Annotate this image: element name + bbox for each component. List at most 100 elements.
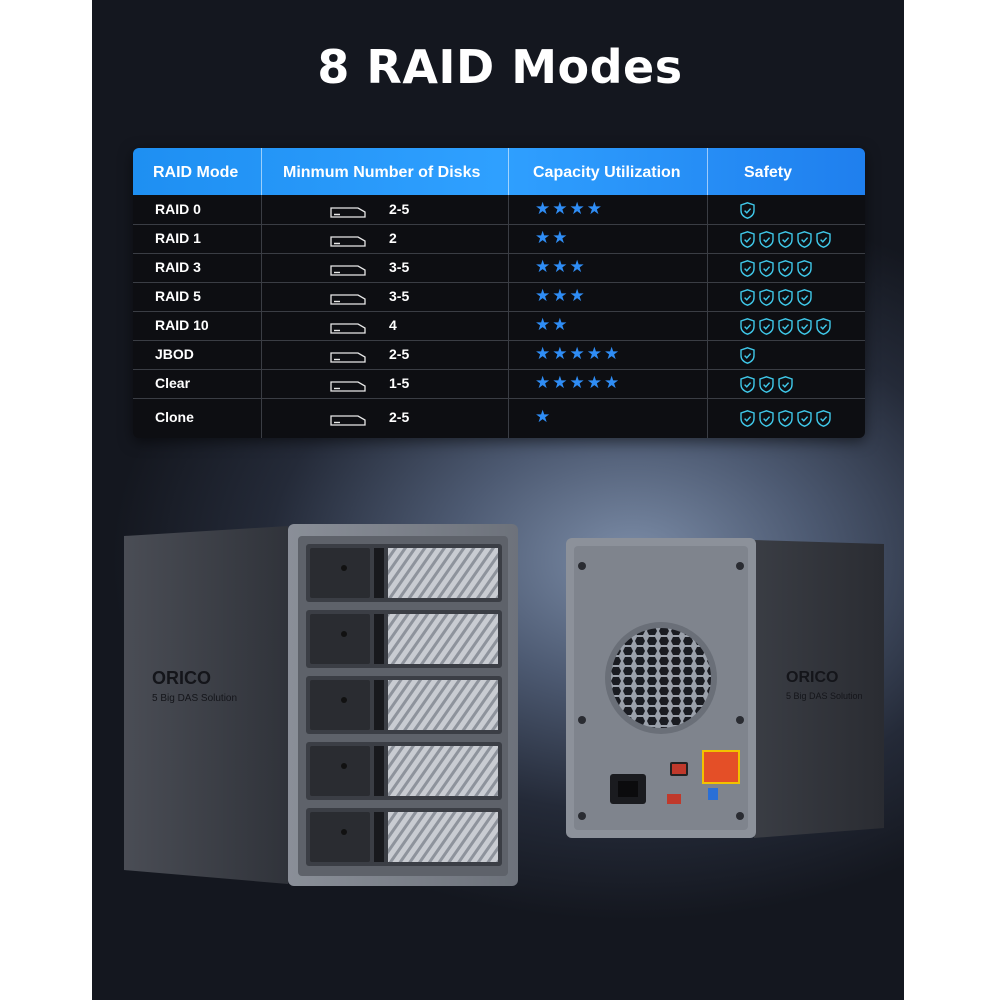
capacity-rating-stars: ★★ — [535, 315, 570, 335]
header-raid-mode: RAID Mode — [153, 164, 239, 181]
table-row: Clone 2-5 ★ — [133, 398, 865, 438]
drive-bay — [306, 808, 502, 866]
shield-check-icon — [778, 230, 793, 248]
safety-rating-shields — [740, 288, 812, 306]
raid-mode-label: RAID 3 — [155, 258, 201, 275]
shield-check-icon — [740, 375, 755, 393]
capacity-rating-stars: ★★★★★ — [535, 344, 621, 364]
min-disks-value: 4 — [389, 316, 397, 333]
raid-mode-label: RAID 1 — [155, 229, 201, 246]
shield-check-icon — [759, 259, 774, 277]
star-icon: ★ — [569, 256, 587, 276]
star-icon: ★ — [535, 285, 553, 305]
capacity-rating-stars: ★ — [535, 407, 552, 427]
star-icon: ★ — [569, 198, 587, 218]
min-disks-value: 2-5 — [389, 409, 410, 425]
header-safety: Safety — [744, 164, 793, 181]
star-icon: ★ — [604, 372, 622, 392]
safety-rating-shields — [740, 259, 812, 277]
shield-check-icon — [759, 230, 774, 248]
drive-bay — [306, 610, 502, 668]
shield-check-icon — [759, 288, 774, 306]
min-disks-value: 2-5 — [389, 200, 410, 217]
table-row: RAID 1 2 ★★ — [133, 224, 865, 254]
header-min-disks: Minmum Number of Disks — [283, 164, 481, 181]
shield-check-icon — [797, 410, 812, 427]
star-icon: ★ — [552, 314, 570, 334]
shield-check-icon — [740, 201, 755, 219]
capacity-rating-stars: ★★★★ — [535, 199, 604, 219]
star-icon: ★ — [552, 227, 570, 247]
shield-check-icon — [797, 288, 812, 306]
star-icon: ★ — [552, 198, 570, 218]
safety-rating-shields — [740, 375, 793, 393]
table-row: RAID 0 2-5 ★★★★ — [133, 195, 865, 225]
table-header: RAID Mode Minmum Number of Disks Capacit… — [133, 148, 865, 195]
star-icon: ★ — [552, 372, 570, 392]
shield-check-icon — [740, 230, 755, 248]
star-icon: ★ — [569, 343, 587, 363]
raid-mode-label: Clear — [155, 374, 191, 391]
star-icon: ★ — [586, 372, 604, 392]
star-icon: ★ — [535, 343, 553, 363]
min-disks-value: 2-5 — [389, 345, 410, 362]
shield-check-icon — [778, 375, 793, 393]
raid-modes-table: RAID Mode Minmum Number of Disks Capacit… — [133, 148, 865, 438]
shield-check-icon — [759, 317, 774, 335]
star-icon: ★ — [569, 372, 587, 392]
shield-check-icon — [740, 259, 755, 277]
hard-drive-icon — [330, 264, 366, 276]
safety-rating-shields — [740, 230, 831, 248]
brand-logo-text: ORICO — [152, 668, 211, 688]
hard-drive-icon — [330, 293, 366, 305]
star-icon: ★ — [569, 285, 587, 305]
page-title: 8 RAID Modes — [317, 40, 683, 94]
hard-drive-icon — [330, 235, 366, 247]
raid-mode-label: RAID 0 — [155, 200, 201, 217]
star-icon: ★ — [535, 407, 553, 426]
star-icon: ★ — [586, 343, 604, 363]
star-icon: ★ — [552, 343, 570, 363]
min-disks-value: 1-5 — [389, 374, 410, 391]
shield-check-icon — [759, 375, 774, 393]
min-disks-value: 2 — [389, 229, 397, 246]
hard-drive-icon — [330, 351, 366, 363]
shield-check-icon — [797, 317, 812, 335]
shield-check-icon — [740, 410, 755, 427]
star-icon: ★ — [535, 198, 553, 218]
shield-check-icon — [797, 259, 812, 277]
min-disks-value: 3-5 — [389, 258, 410, 275]
safety-rating-shields — [740, 201, 755, 219]
star-icon: ★ — [535, 372, 553, 392]
capacity-rating-stars: ★★ — [535, 228, 570, 248]
star-icon: ★ — [604, 343, 622, 363]
safety-rating-shields — [740, 317, 831, 335]
raid-mode-label: JBOD — [155, 345, 194, 362]
capacity-rating-stars: ★★★ — [535, 286, 587, 306]
shield-check-icon — [816, 410, 831, 427]
capacity-rating-stars: ★★★★★ — [535, 373, 621, 393]
drive-bay — [306, 742, 502, 800]
shield-check-icon — [740, 288, 755, 306]
model-text: 5 Big DAS Solution — [786, 691, 863, 701]
shield-check-icon — [778, 288, 793, 306]
shield-check-icon — [778, 410, 793, 427]
hard-drive-icon — [330, 380, 366, 392]
hard-drive-icon — [330, 322, 366, 334]
raid-mode-label: Clone — [155, 409, 194, 425]
shield-check-icon — [797, 230, 812, 248]
enclosure-rear-view: ORICO 5 Big DAS Solution — [566, 538, 884, 838]
brand-logo-text: ORICO — [786, 669, 838, 686]
drive-bay — [306, 544, 502, 602]
star-icon: ★ — [535, 256, 553, 276]
star-icon: ★ — [535, 314, 553, 334]
shield-check-icon — [816, 230, 831, 248]
safety-rating-shields — [740, 410, 831, 427]
